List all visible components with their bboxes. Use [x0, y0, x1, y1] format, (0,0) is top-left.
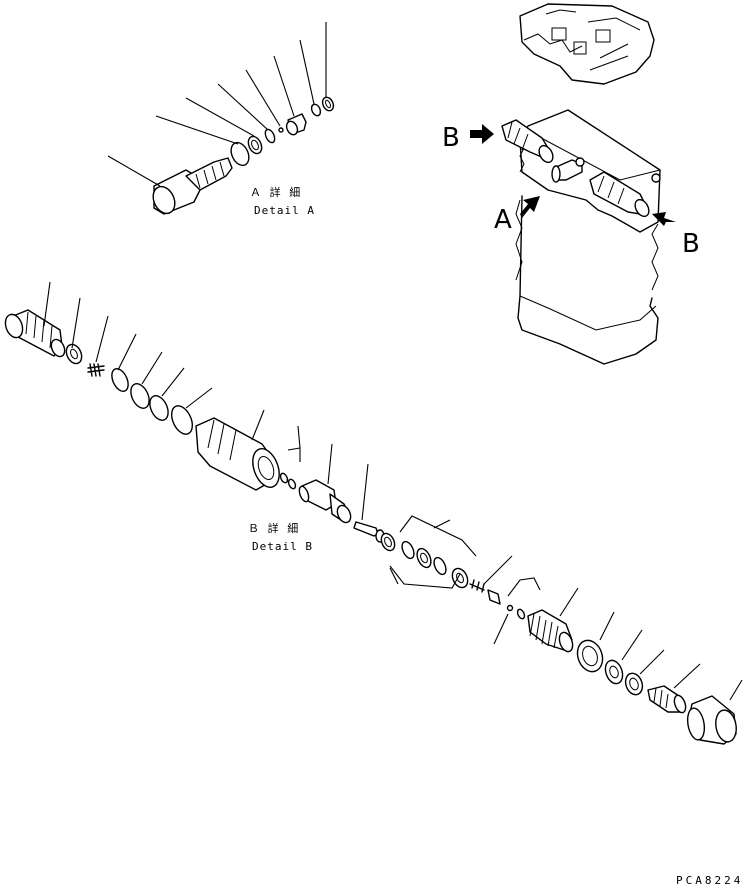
detail-b-small-ring-1: [279, 472, 289, 484]
detail-a-title-jp: Ａ 詳 細: [250, 185, 301, 199]
view-label-b-top: B: [442, 123, 460, 153]
detail-b-washer-2: [604, 659, 624, 685]
detail-b-sleeve: [195, 417, 280, 491]
detail-b-ring-group: [380, 532, 469, 589]
detail-b-end-cap: [686, 695, 737, 745]
detail-b-ball: [506, 604, 514, 612]
arrow-a: [520, 196, 540, 218]
detail-a-washer: [247, 135, 263, 155]
plug-upper-left: [501, 119, 554, 164]
arrow-b-right: [652, 212, 676, 226]
arrow-b-top: [470, 124, 494, 144]
view-label-b-right: B: [682, 229, 700, 259]
detail-a-assembly: Ａ 詳 細 Detail A: [107, 22, 335, 217]
detail-b-small-ring-2: [287, 478, 297, 490]
detail-b-check-body: [527, 609, 574, 653]
detail-b-title-jp: Ｂ 詳 細: [248, 521, 299, 535]
detail-b-ring-1: [65, 343, 83, 365]
detail-b-spring-1: [87, 363, 105, 377]
detail-b-assembly: Ｂ 詳 細 Detail B: [4, 281, 743, 745]
detail-b-oring-4: [170, 405, 194, 435]
detail-b-oring-1: [111, 368, 129, 392]
detail-b-spring-2: [469, 579, 485, 593]
plug-lower-right: [589, 171, 661, 218]
detail-a-oring-tiny: [310, 103, 322, 117]
detail-b-small-ring-3: [516, 608, 526, 620]
detail-b-oring-3: [149, 395, 169, 421]
detail-b-spool-left: [4, 309, 66, 358]
plug-middle: [551, 157, 585, 183]
detail-a-cap: [321, 96, 335, 112]
detail-a-ball: [278, 127, 284, 133]
detail-b-title-en: Detail B: [252, 540, 313, 553]
detail-b-pin: [353, 521, 379, 537]
detail-b-oring-2: [130, 383, 150, 409]
detail-b-piston: [298, 479, 352, 524]
detail-a-plug: [152, 157, 233, 215]
detail-b-nut: [576, 639, 604, 673]
detail-a-seat: [285, 113, 307, 136]
detail-a-title-en: Detail A: [254, 204, 315, 217]
detail-b-washer-3: [624, 672, 644, 696]
detail-a-oring-small: [264, 128, 276, 144]
view-label-a: A: [494, 205, 512, 235]
detail-b-bolt: [647, 685, 687, 714]
detail-b-seat: [487, 589, 501, 605]
drawing-code: PCA8224: [676, 874, 743, 887]
valve-overview: B A B: [442, 3, 700, 365]
